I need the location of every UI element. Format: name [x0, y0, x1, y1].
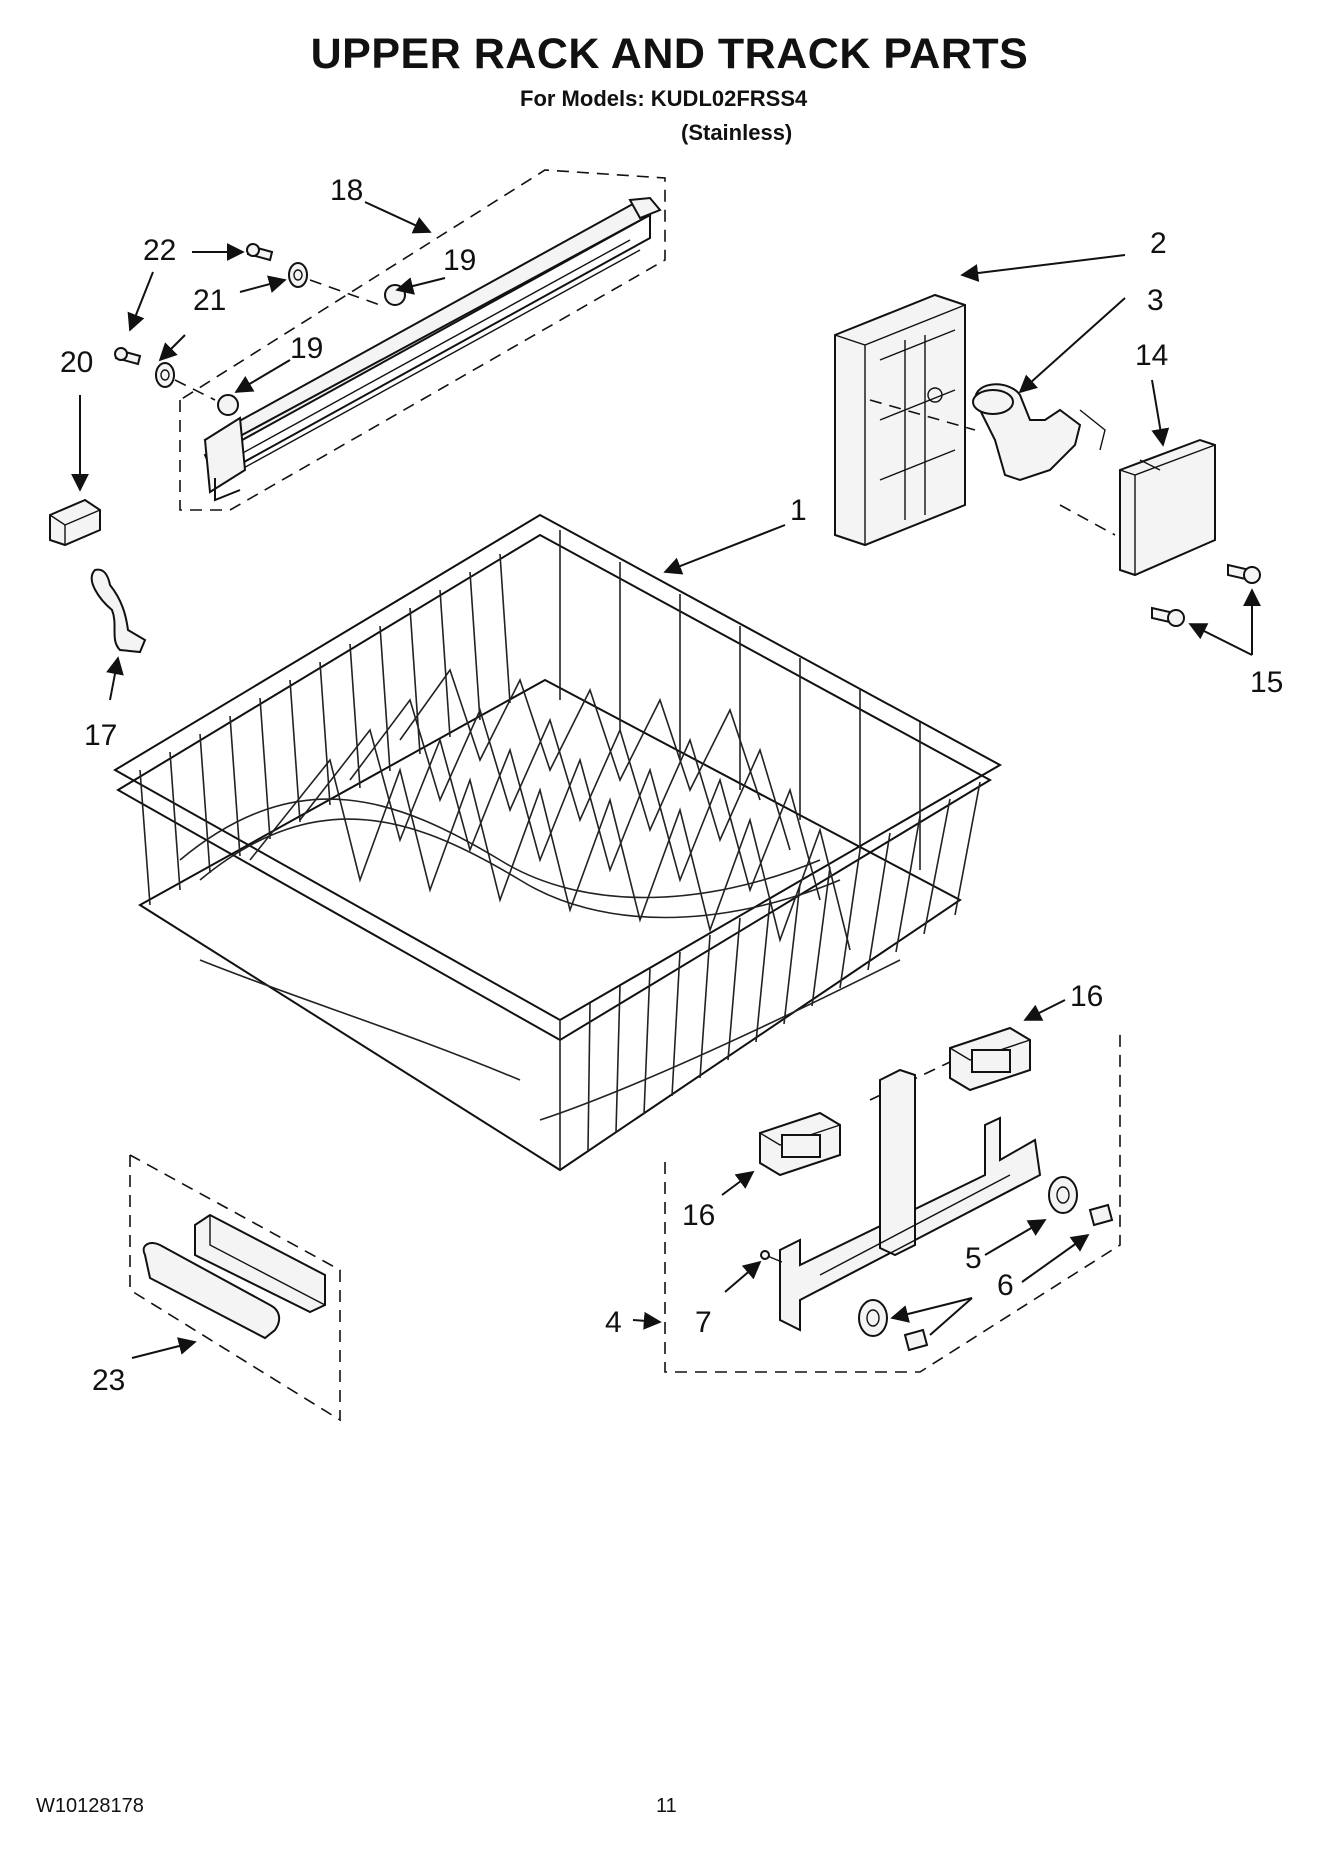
callout-2: 2: [1150, 227, 1167, 260]
callout-4: 4: [605, 1306, 622, 1339]
page-number: 11: [656, 1795, 677, 1817]
stop-clip-16-lower: [759, 1111, 841, 1177]
callout-14: 14: [1135, 339, 1168, 372]
callout-19-upper: 19: [443, 244, 476, 277]
screw-22-top: [246, 243, 274, 262]
manifold-2: [834, 293, 966, 547]
handle-outline: [129, 1154, 341, 1422]
clip-17: [90, 568, 147, 654]
callout-15: 15: [1250, 666, 1283, 699]
wheel-5: [858, 1176, 1078, 1337]
axle-6: [903, 1203, 1114, 1352]
callouts: 18 22 21 19 19 20 17 2 3 14 15 1 16 16 5…: [60, 174, 1283, 1397]
washer-21-lower: [155, 362, 175, 388]
model-variant: (Stainless): [681, 120, 793, 145]
callout-21: 21: [193, 284, 226, 317]
document-code: W10128178: [36, 1795, 144, 1817]
callout-6: 6: [997, 1269, 1014, 1302]
screw-22-lower: [114, 347, 142, 366]
assembly-line: [174, 379, 216, 401]
callout-18: 18: [330, 174, 363, 207]
leader-lines: [71, 201, 1261, 1359]
callout-3: 3: [1147, 284, 1164, 317]
callout-7: 7: [695, 1306, 712, 1339]
callout-16-upper: 16: [1070, 980, 1103, 1013]
pin-7: [760, 1250, 783, 1263]
track-assembly: [179, 169, 666, 511]
callout-5: 5: [965, 1242, 982, 1275]
washer-21-top: [288, 262, 308, 288]
end-cap-20: [49, 498, 101, 547]
callout-1: 1: [790, 494, 807, 527]
assembly-line: [309, 279, 381, 306]
callout-16-lower: 16: [682, 1199, 715, 1232]
callout-22: 22: [143, 234, 176, 267]
adjuster-4: [779, 1068, 1042, 1332]
callout-17: 17: [84, 719, 117, 752]
adjuster-outline: [664, 1030, 1121, 1373]
stop-clip-16-upper: [949, 1026, 1031, 1092]
models-subtitle: For Models: KUDL02FRSS4: [520, 86, 808, 111]
screws-15: [1151, 563, 1261, 627]
callout-23: 23: [92, 1364, 125, 1397]
page-title: UPPER RACK AND TRACK PARTS: [310, 30, 1029, 78]
nozzle-3: [869, 383, 1106, 482]
cover-14: [1059, 438, 1216, 577]
handle-23: [142, 1213, 326, 1340]
callout-20: 20: [60, 346, 93, 379]
upper-rack-1: [113, 513, 1003, 1172]
callout-19-lower: 19: [290, 332, 323, 365]
